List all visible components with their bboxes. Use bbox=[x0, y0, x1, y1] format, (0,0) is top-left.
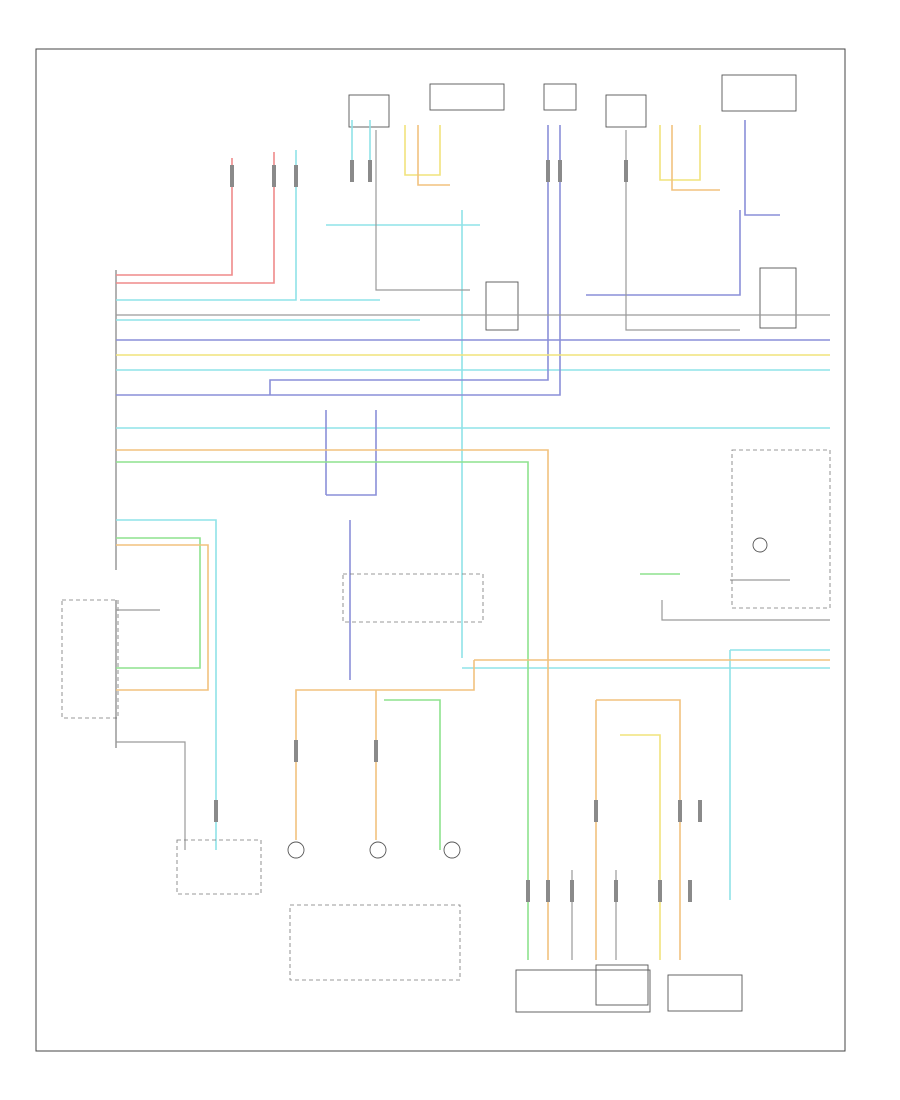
green-wires bbox=[116, 461, 680, 960]
component-box-left-sensor bbox=[485, 281, 519, 331]
lamp-1 bbox=[287, 841, 305, 859]
gray-wire-5 bbox=[116, 741, 186, 850]
gray-wire-3 bbox=[625, 130, 740, 331]
bottom-center-box bbox=[289, 904, 461, 981]
connector-pin bbox=[546, 880, 550, 902]
diagram-frame bbox=[35, 48, 846, 1052]
orange-wire-left bbox=[116, 544, 209, 691]
connector-pin bbox=[294, 165, 298, 187]
top-components bbox=[348, 74, 797, 331]
green-wire-mid bbox=[116, 461, 529, 960]
blue-wire-right bbox=[586, 210, 741, 296]
bottom-right-subbox bbox=[595, 964, 649, 1006]
connector-pin bbox=[526, 880, 530, 902]
component-box-right-motor bbox=[721, 74, 797, 112]
orange-wire-mid bbox=[116, 449, 549, 960]
gray-wires bbox=[116, 130, 830, 960]
connector-pin bbox=[624, 160, 628, 182]
connector-pin bbox=[614, 880, 618, 902]
yellow-wire-bottom bbox=[620, 734, 661, 960]
blue-wires bbox=[116, 120, 830, 680]
connector-pin bbox=[368, 160, 372, 182]
center-module-box bbox=[342, 573, 484, 623]
component-box-center-module bbox=[543, 83, 577, 111]
lamp-3 bbox=[443, 841, 461, 859]
left-switch-box bbox=[176, 839, 262, 895]
connector-pin bbox=[698, 800, 702, 822]
red-wire-2 bbox=[116, 152, 275, 284]
component-box-right-switch bbox=[605, 94, 647, 128]
connector-pin bbox=[658, 880, 662, 902]
yellow-wire-right-upper bbox=[659, 125, 701, 181]
connector-pin bbox=[688, 880, 692, 902]
lamp-4 bbox=[752, 537, 768, 553]
connector-pins bbox=[214, 160, 702, 902]
connector-pin bbox=[546, 160, 550, 182]
connector-pin bbox=[350, 160, 354, 182]
right-cluster-box bbox=[731, 449, 831, 609]
blue-wire-right-top bbox=[744, 120, 780, 216]
cyan-wire-h1 bbox=[116, 150, 297, 301]
connector-pin bbox=[678, 800, 682, 822]
orange-wire-center-drop bbox=[295, 660, 475, 840]
cyan-wires bbox=[116, 120, 830, 900]
connector-pin bbox=[374, 740, 378, 762]
blue-wire-upper-right bbox=[269, 125, 549, 395]
gray-wire-9 bbox=[661, 600, 830, 621]
connector-pin bbox=[570, 880, 574, 902]
cyan-wire-left-drop bbox=[116, 519, 217, 850]
dashed-components bbox=[176, 449, 831, 1013]
blue-wire-down-2 bbox=[326, 410, 377, 496]
connector-pin bbox=[294, 740, 298, 762]
green-wire-left bbox=[116, 537, 201, 669]
connector-pin bbox=[214, 800, 218, 822]
bottom-right-box-2 bbox=[667, 974, 743, 1012]
component-box-right-sensor bbox=[759, 267, 797, 329]
main-module-connector bbox=[61, 270, 119, 748]
yellow-wires bbox=[116, 125, 830, 960]
lamp-2 bbox=[369, 841, 387, 859]
bottom-right-box bbox=[515, 969, 651, 1013]
connector-pin bbox=[558, 160, 562, 182]
orange-wire-right-box bbox=[596, 699, 681, 960]
orange-wire-upper-right bbox=[671, 125, 720, 191]
component-box-left-switch bbox=[348, 94, 390, 128]
red-wire-1 bbox=[116, 158, 233, 276]
side-component-box bbox=[61, 599, 119, 719]
connector-pin bbox=[594, 800, 598, 822]
lamps bbox=[287, 537, 768, 859]
orange-wire-upper bbox=[417, 125, 450, 186]
connector-pin bbox=[230, 165, 234, 187]
component-box-left-motor bbox=[429, 83, 505, 111]
orange-wires bbox=[116, 125, 830, 960]
gray-wire-2 bbox=[375, 130, 470, 291]
green-wire-center bbox=[384, 699, 441, 850]
blue-wire-mid bbox=[116, 125, 561, 396]
connector-pin bbox=[272, 165, 276, 187]
yellow-wire-upper bbox=[404, 125, 441, 176]
red-wires bbox=[116, 152, 275, 284]
